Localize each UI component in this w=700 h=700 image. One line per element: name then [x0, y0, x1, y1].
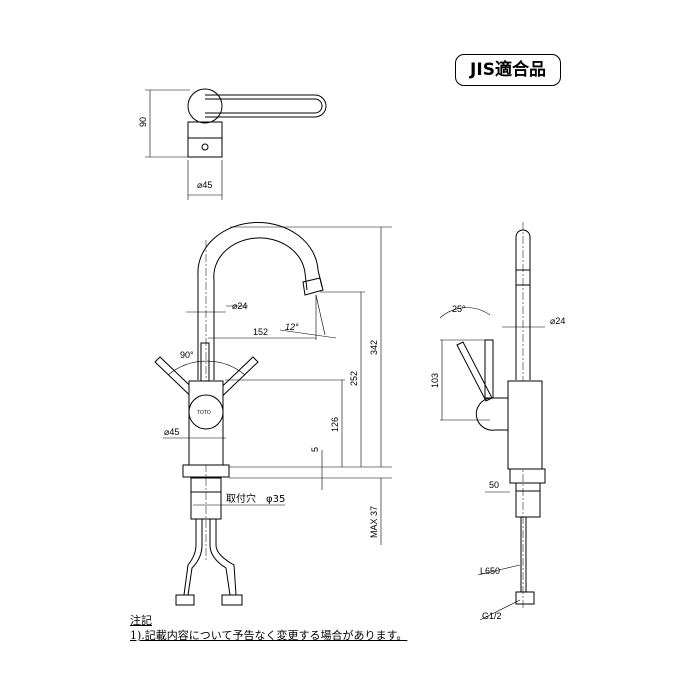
side-thread: G1/2	[482, 611, 502, 621]
front-mount-hole: 取付穴 φ35	[226, 492, 285, 505]
side-dim-pipe: ⌀24	[550, 316, 565, 326]
front-dim-body-height: 126	[330, 417, 340, 432]
top-dim-diameter: ⌀45	[197, 180, 212, 190]
front-dim-reach: 152	[253, 327, 268, 337]
jis-badge: JIS適合品	[455, 54, 561, 86]
front-dim-spout-angle: 12°	[285, 322, 299, 332]
side-hose-length: L650	[480, 566, 500, 576]
top-view: 90 ⌀45	[138, 88, 327, 200]
front-dim-max: MAX 37	[369, 506, 379, 538]
front-view: 90° TOTO ⌀24 152 12° ⌀45	[154, 222, 392, 606]
front-dim-body: ⌀45	[164, 427, 179, 437]
svg-text:TOTO: TOTO	[197, 410, 211, 416]
front-dim-base: 5	[310, 447, 320, 452]
notes-line-1: 1).記載内容について予告なく変更する場合があります。	[130, 629, 408, 642]
front-dim-handle-angle: 90°	[180, 350, 194, 360]
front-dim-spout-height: 252	[349, 371, 359, 386]
side-dim-handle: 103	[430, 373, 440, 388]
side-view: 103 25° ⌀24 50 L650 G1/2	[430, 222, 565, 621]
side-dim-offset: 50	[489, 480, 499, 490]
notes-title: 注記	[130, 614, 152, 627]
front-dim-total: 342	[369, 340, 379, 355]
side-dim-angle: 25°	[452, 304, 466, 314]
top-dim-height: 90	[138, 117, 148, 127]
front-dim-pipe: ⌀24	[232, 301, 247, 311]
